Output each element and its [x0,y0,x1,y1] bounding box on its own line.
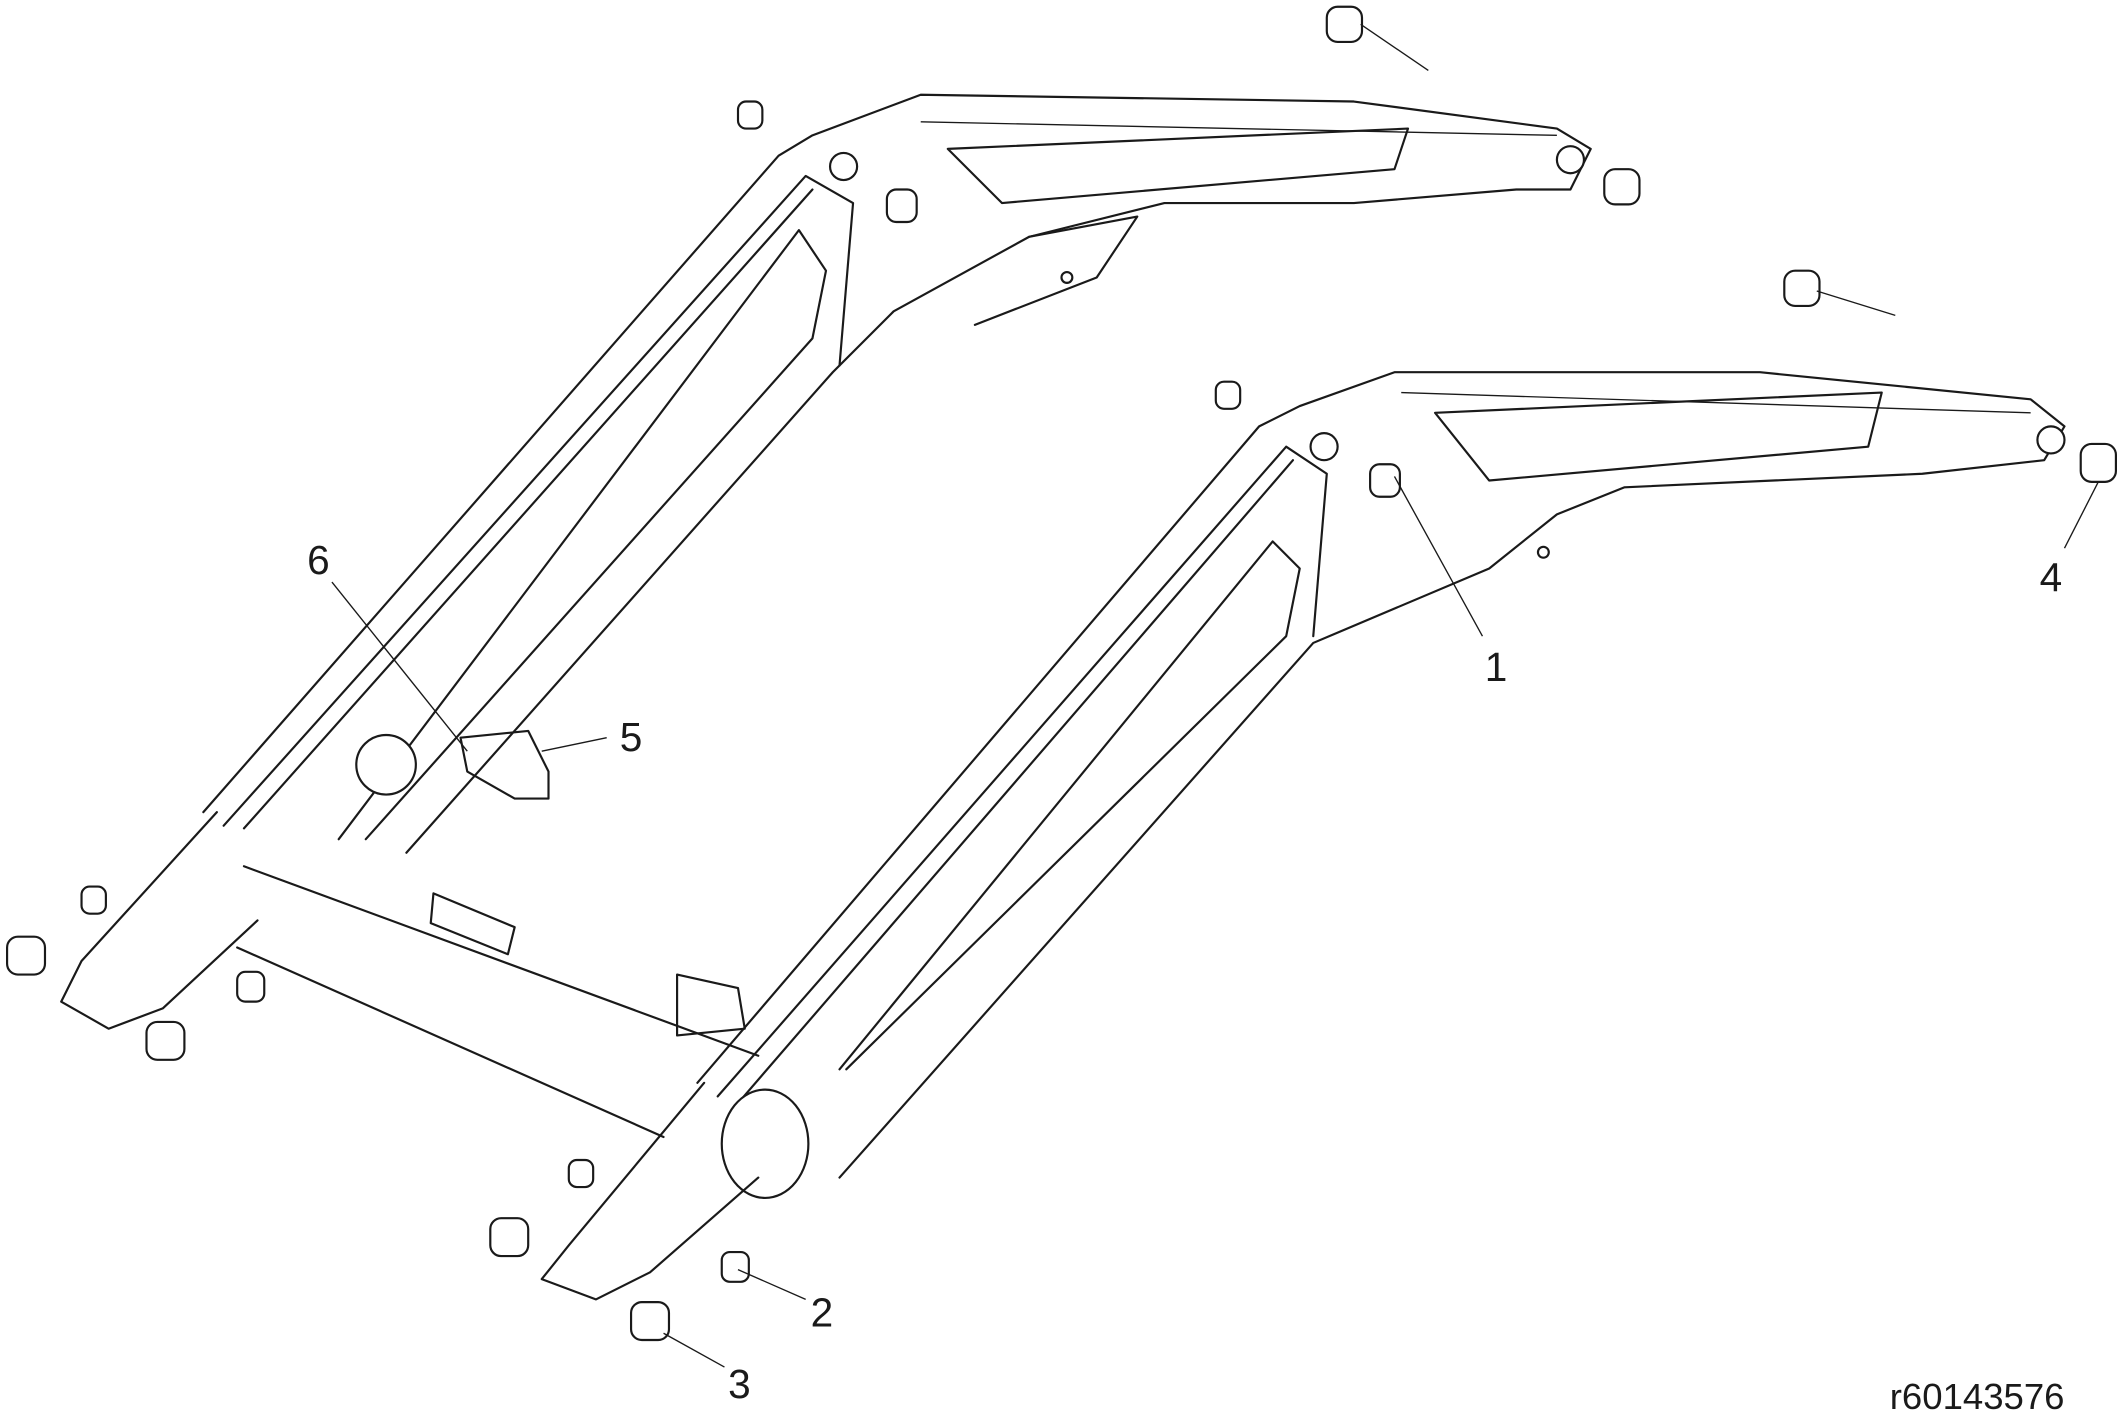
callout-6: 6 [307,537,330,583]
callout-5: 5 [620,714,643,760]
right-boom-arm [540,371,2066,1301]
left-boom-arm [60,93,1592,1030]
bushings [5,5,2118,1342]
callout-2: 2 [811,1289,834,1335]
callout-3: 3 [728,1361,751,1407]
leader-lines [331,23,2099,1368]
reference-id: r60143576 [1890,1376,2065,1417]
callout-4: 4 [2040,555,2063,601]
callout-1: 1 [1485,644,1508,690]
cross-tube [236,729,760,1139]
